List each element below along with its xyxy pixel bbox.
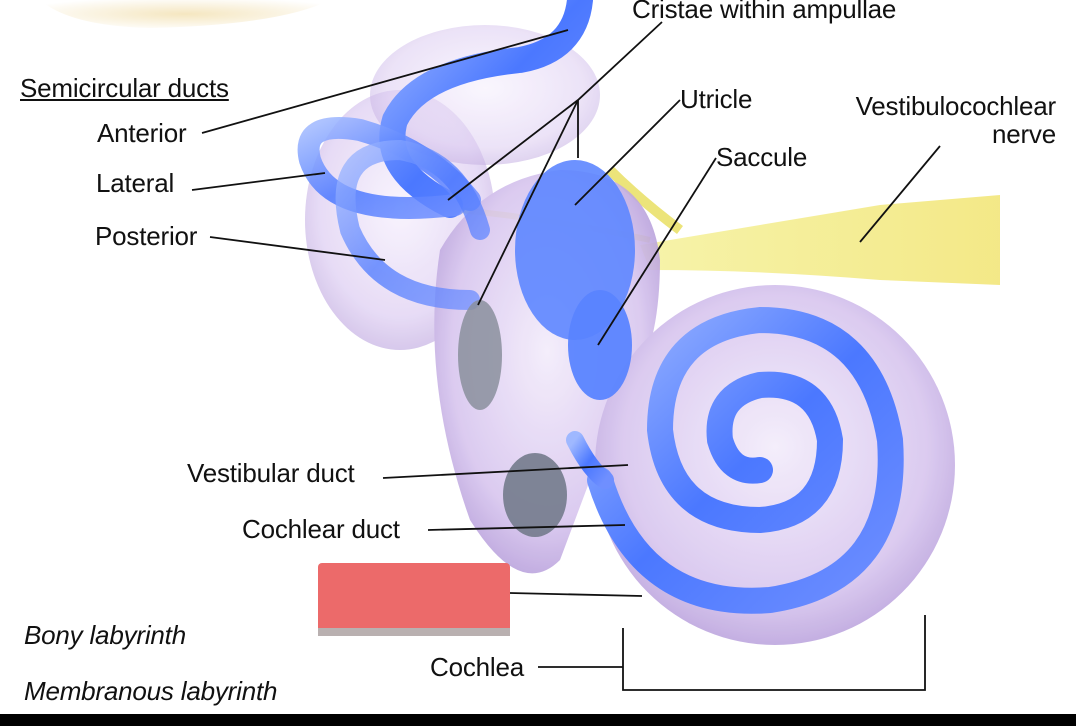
- label-utricle: Utricle: [680, 84, 753, 114]
- label-posterior: Posterior: [95, 221, 198, 251]
- label-cochlea: Cochlea: [430, 652, 524, 682]
- label-vestibular-duct: Vestibular duct: [187, 458, 355, 488]
- leader-lines: [191, 21, 941, 691]
- label-anterior: Anterior: [97, 118, 187, 148]
- label-membranous-labyrinth: Membranous labyrinth: [24, 676, 278, 706]
- label-nerve: nerve: [991, 119, 1056, 149]
- label-saccule: Saccule: [716, 142, 808, 172]
- outer-ear-fragment: [40, 0, 330, 28]
- label-semicircular-ducts: Semicircular ducts: [20, 73, 229, 103]
- membranous-labyrinth-shape: [297, 0, 904, 614]
- label-bony-labyrinth: Bony labyrinth: [24, 620, 186, 650]
- bony-labyrinth-legend-swatch: [318, 563, 510, 636]
- swatch-shadow: [318, 628, 510, 636]
- label-cristae-within-ampullae: Cristae within ampullae: [632, 0, 897, 24]
- swatch-fill: [318, 563, 510, 628]
- label-cochlear-duct: Cochlear duct: [242, 514, 400, 544]
- round-window-shape: [503, 453, 567, 537]
- bottom-border: [0, 714, 1076, 726]
- label-lateral: Lateral: [96, 168, 175, 198]
- oval-window-shape: [458, 300, 502, 410]
- label-vestibulocochlear: Vestibulocochlear: [855, 91, 1057, 121]
